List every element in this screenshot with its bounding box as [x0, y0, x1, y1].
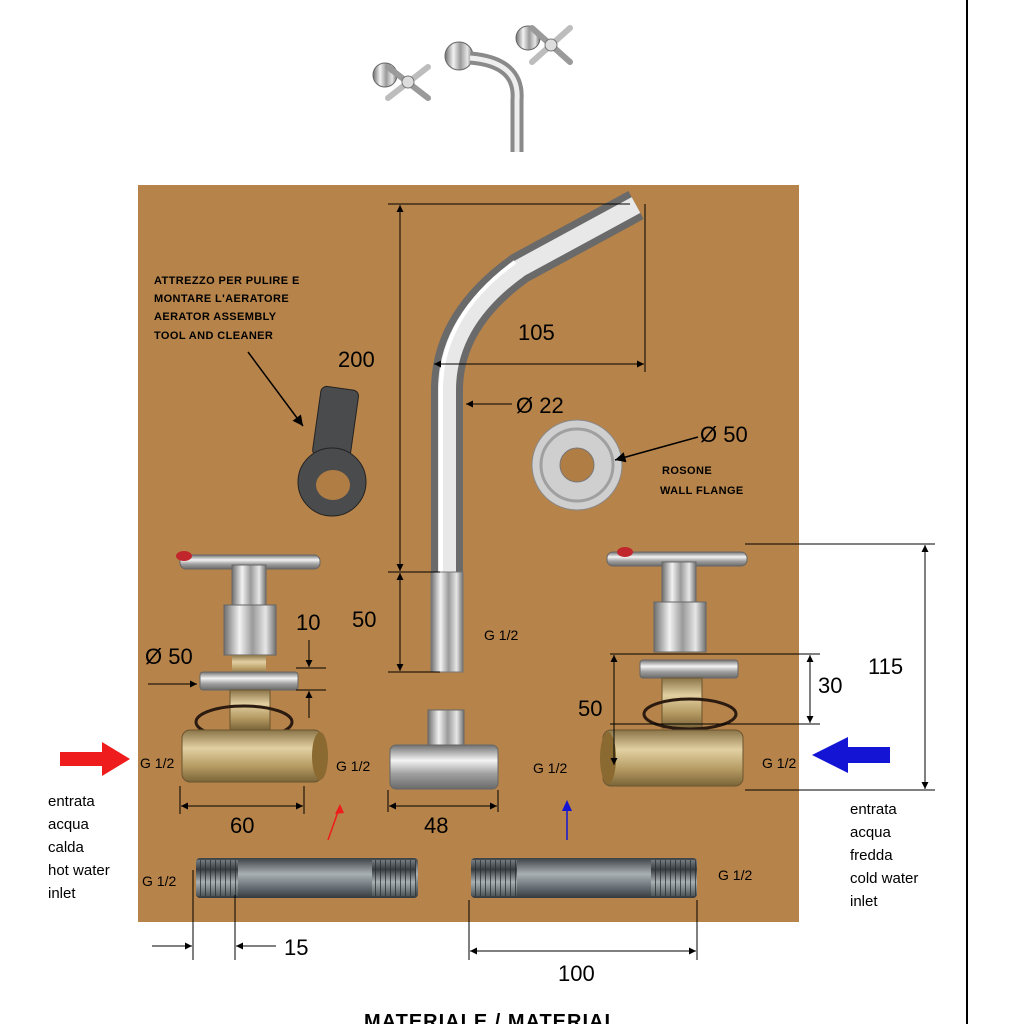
left-valve: [176, 551, 328, 783]
spout-dimensions: 200 105 Ø 22 50 G 1/2: [338, 203, 646, 673]
tool-pointer: [247, 351, 304, 427]
left-nipple-thread: G 1/2: [142, 873, 176, 889]
tee-length-label: 48: [424, 813, 448, 838]
wall-flange: [531, 419, 623, 511]
tool-note-line: TOOL AND CLEANER: [154, 330, 273, 342]
nipple-dimensions: 15 100 G 1/2 G 1/2: [142, 867, 752, 986]
valve-flange-diameter-label: Ø 50: [145, 644, 193, 669]
hot-inlet-line: entrata: [48, 793, 95, 810]
flange-note: Ø 50 ROSONE WALL FLANGE: [614, 422, 748, 497]
cold-inlet-line: fredda: [850, 847, 893, 864]
spout-reach-label: 105: [518, 320, 555, 345]
preview-spout: [444, 41, 524, 152]
valve-flange-height-label: 30: [818, 673, 842, 698]
preview-right-handle: [515, 25, 573, 65]
right-valve-in-thread: G 1/2: [762, 755, 796, 771]
left-valve-in-thread: G 1/2: [140, 755, 174, 771]
tool-note-line: MONTARE L'AERATORE: [154, 293, 289, 305]
hot-inlet-line: acqua: [48, 816, 90, 833]
cold-inlet-line: inlet: [850, 893, 878, 910]
nipple-offset-label: 15: [284, 935, 308, 960]
cold-inlet: entrata acqua fredda cold water inlet: [562, 737, 918, 910]
tee-out-thread: G 1/2: [533, 760, 567, 776]
spout-height-label: 200: [338, 347, 375, 372]
cold-inlet-line: cold water: [850, 870, 918, 887]
left-valve-out-thread: G 1/2: [336, 758, 370, 774]
spout-diameter-label: Ø 22: [516, 393, 564, 418]
tool-note-line: ATTREZZO PER PULIRE E: [154, 275, 300, 287]
flange-pointer: [614, 436, 699, 463]
flange-diameter-label: Ø 50: [700, 422, 748, 447]
tee-fitting: [389, 709, 499, 790]
right-valve-dimensions: 115 30 50 G 1/2: [578, 543, 935, 791]
nipple-length-label: 100: [558, 961, 595, 986]
spout-thread-label: G 1/2: [484, 627, 518, 643]
handle-total-height-label: 115: [868, 654, 903, 679]
flange-note-line: ROSONE: [662, 465, 712, 477]
tee-dimensions: 48 G 1/2: [387, 760, 567, 838]
preview-left-handle: [372, 62, 431, 101]
hot-inlet-line: calda: [48, 839, 85, 856]
flange-note-line: WALL FLANGE: [660, 485, 744, 497]
tool-note-line: AERATOR ASSEMBLY: [154, 311, 277, 323]
right-nipple: [471, 858, 697, 898]
cold-inlet-line: acqua: [850, 824, 892, 841]
right-nipple-thread: G 1/2: [718, 867, 752, 883]
hot-arrow-icon: [60, 742, 130, 776]
hot-inlet: entrata acqua calda hot water inlet: [48, 742, 344, 902]
hot-inlet-line: inlet: [48, 885, 76, 902]
footer-title: MATERIALE / MATERIAL: [364, 1011, 618, 1024]
left-nipple: [196, 858, 418, 898]
cold-arrow-icon: [812, 737, 890, 773]
valve-depth-label: 50: [578, 696, 602, 721]
spout-insert-label: 50: [352, 607, 376, 632]
spout: [430, 190, 644, 673]
valve-gap-label: 10: [296, 610, 320, 635]
tool-note: ATTREZZO PER PULIRE E MONTARE L'AERATORE…: [154, 275, 304, 427]
faucet-preview-icon: [372, 25, 573, 152]
left-valve-dimensions: 10 Ø 50 60 G 1/2 G 1/2: [140, 610, 370, 838]
cold-inlet-line: entrata: [850, 801, 897, 818]
valve-body-length-label: 60: [230, 813, 254, 838]
aerator-tool: [297, 385, 367, 517]
hot-inlet-line: hot water: [48, 862, 110, 879]
